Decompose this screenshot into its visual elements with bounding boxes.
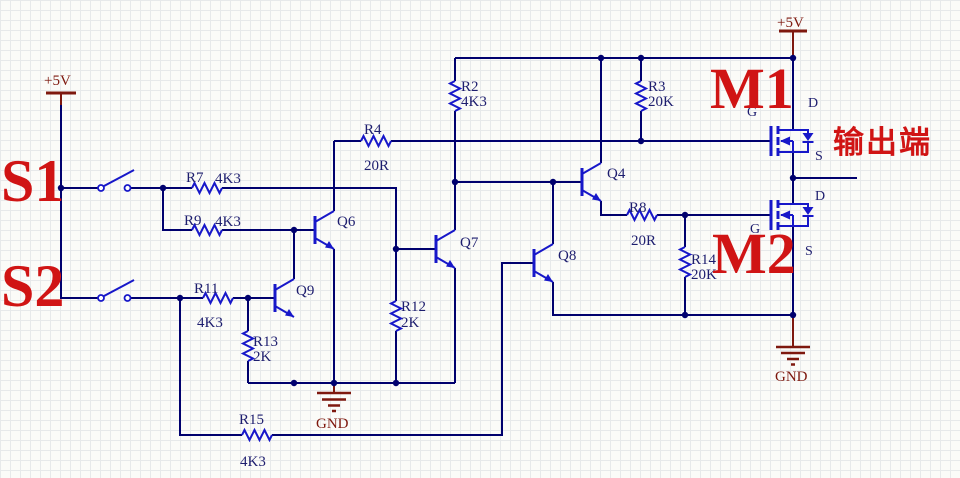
vcc-port-right: +5V [777,15,807,58]
drain-pin-label: D [815,189,825,204]
output-terminal-label: 输出端 [833,125,932,160]
resistor-designator: R13 [253,334,278,350]
resistor-r12: R12 2K [388,299,426,332]
net-label-m2: M2 [712,221,796,286]
transistor-q6: Q6 [313,210,356,250]
resistor-designator: R8 [629,200,647,216]
mosfet-m2: G D S [750,189,825,259]
resistor-r13: R13 2K [240,330,278,365]
net-label-s2: S2 [1,253,65,319]
resistor-designator: R3 [648,79,666,95]
resistor-designator: R15 [239,412,264,428]
resistor-value: 4K3 [215,214,241,230]
gnd-port-right: GND [775,315,810,385]
resistor-value: 20K [648,94,674,110]
transistor-designator: Q9 [296,283,314,299]
transistor-designator: Q6 [337,214,356,230]
switch-s1 [97,169,135,192]
transistor-q9: Q9 [273,278,314,318]
gnd-label: GND [316,416,349,432]
resistor-value: 2K [253,349,272,365]
resistor-r11: R11 4K3 [194,281,234,331]
gnd-label: GND [775,369,808,385]
vcc-port-left: +5V [44,73,76,105]
net-label-m1: M1 [710,56,794,121]
resistor-designator: R14 [691,252,717,268]
source-pin-label: S [815,149,823,164]
resistor-designator: R11 [194,281,218,297]
resistor-r7: R7 4K3 [186,170,241,196]
resistor-designator: R7 [186,170,204,186]
resistor-r2: R2 4K3 [447,79,487,112]
transistor-designator: Q8 [558,248,576,264]
transistor-designator: Q4 [607,166,626,182]
junction-dots [57,54,797,387]
resistor-value: 2K [401,315,420,331]
gate-pin-label: G [750,222,760,237]
resistor-designator: R9 [184,213,202,229]
gate-pin-label: G [747,105,757,120]
transistor-q8: Q8 [532,243,576,283]
resistor-designator: R4 [364,122,382,138]
resistor-value: 20R [364,158,389,174]
resistor-value: 4K3 [461,94,487,110]
resistor-r4: R4 20R [360,122,392,174]
resistor-value: 4K3 [215,171,241,187]
resistor-value: 4K3 [197,315,223,331]
gnd-port-left: GND [316,383,351,432]
resistor-value: 20K [691,267,717,283]
transistor-designator: Q7 [460,235,479,251]
resistor-r15: R15 4K3 [239,412,273,470]
transistor-q7: Q7 [434,229,479,269]
resistor-designator: R2 [461,79,479,95]
resistor-designator: R12 [401,299,426,315]
vcc-label: +5V [44,73,71,89]
resistor-r3: R3 20K [633,79,674,112]
drain-pin-label: D [808,96,818,111]
resistor-r9: R9 4K3 [184,213,241,238]
resistor-value: 20R [631,233,656,249]
vcc-label: +5V [777,15,804,31]
resistor-r14: R14 20K [677,246,717,283]
mosfet-m1: G D S [747,96,823,164]
resistor-value: 4K3 [240,454,266,470]
net-label-s1: S1 [1,148,65,214]
switch-s2 [97,279,135,302]
transistor-q4: Q4 [580,162,626,202]
resistor-r8: R8 20R [626,200,658,249]
source-pin-label: S [805,244,813,259]
